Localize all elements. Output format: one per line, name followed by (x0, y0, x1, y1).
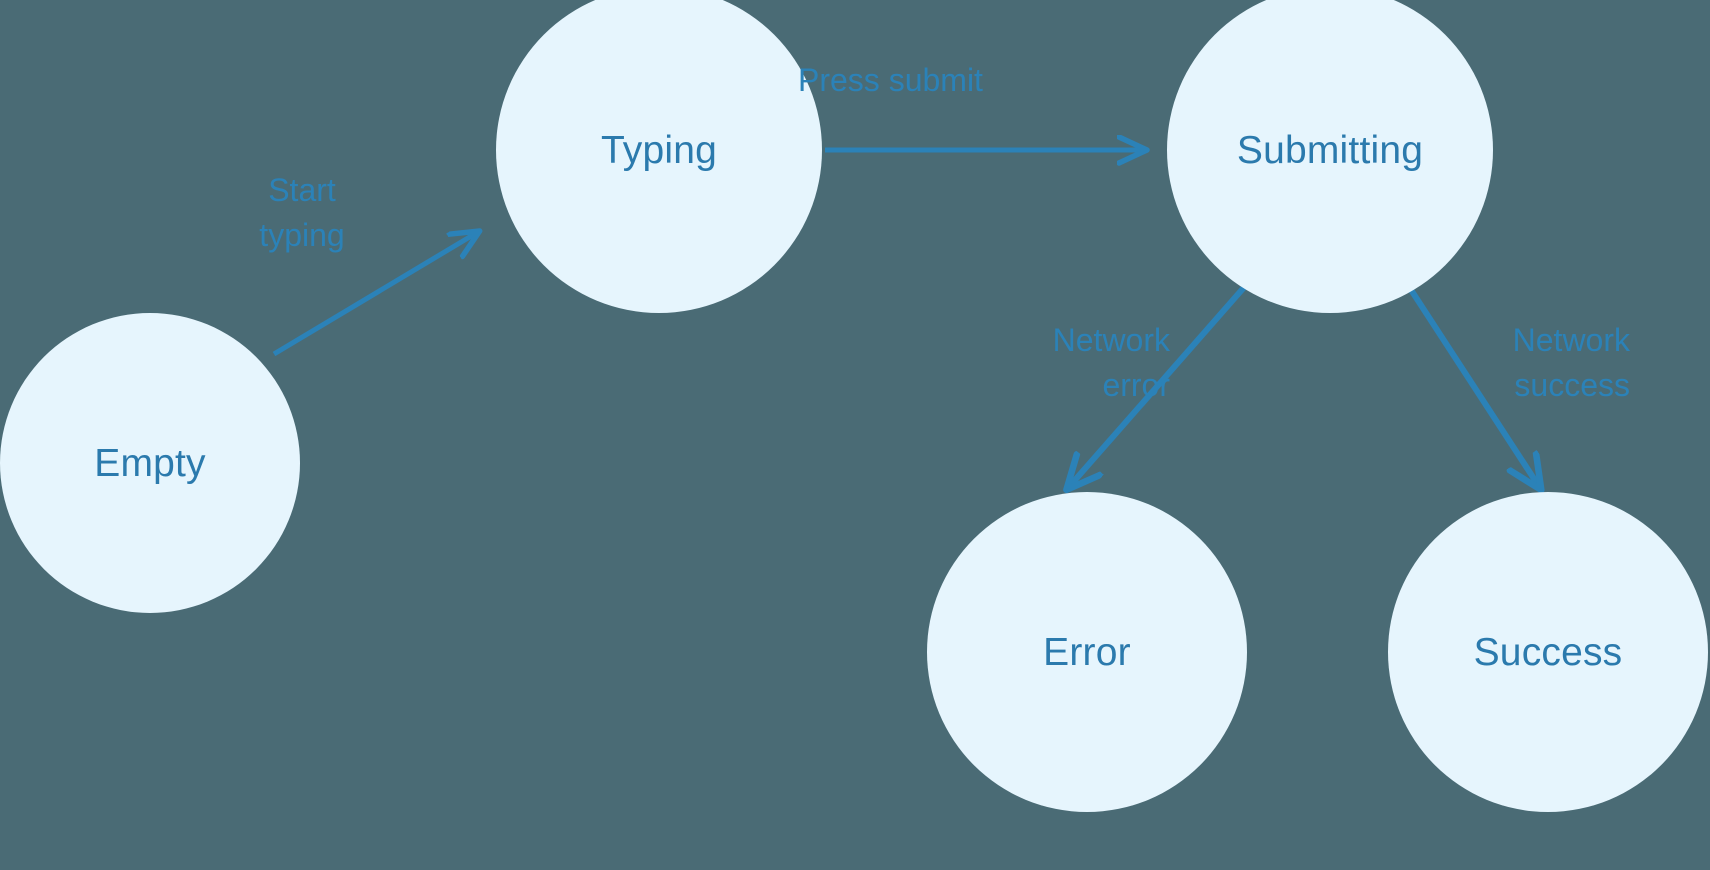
state-node-typing[interactable]: Typing (496, 0, 822, 313)
state-node-empty[interactable]: Empty (0, 313, 300, 613)
state-node-label: Typing (600, 128, 718, 172)
state-node-error[interactable]: Error (927, 492, 1247, 812)
state-node-label: Error (1043, 630, 1131, 674)
edge-label-press-submit: Press submit (798, 62, 983, 98)
state-node-label: Empty (94, 441, 206, 485)
edge-label-start-typing: Start typing (259, 172, 345, 254)
edge-label-network-error: Network error (1052, 322, 1170, 404)
edge-empty-to-typing (272, 232, 478, 357)
state-node-label: Success (1473, 630, 1623, 674)
edge-submitting-to-success (1399, 274, 1540, 488)
state-node-label: Submitting (1236, 128, 1424, 172)
edge-label-network-success: Network success (1512, 322, 1630, 404)
edge-submitting-to-error (1068, 274, 1257, 488)
state-node-submitting[interactable]: Submitting (1167, 0, 1493, 313)
state-node-success[interactable]: Success (1388, 492, 1708, 812)
